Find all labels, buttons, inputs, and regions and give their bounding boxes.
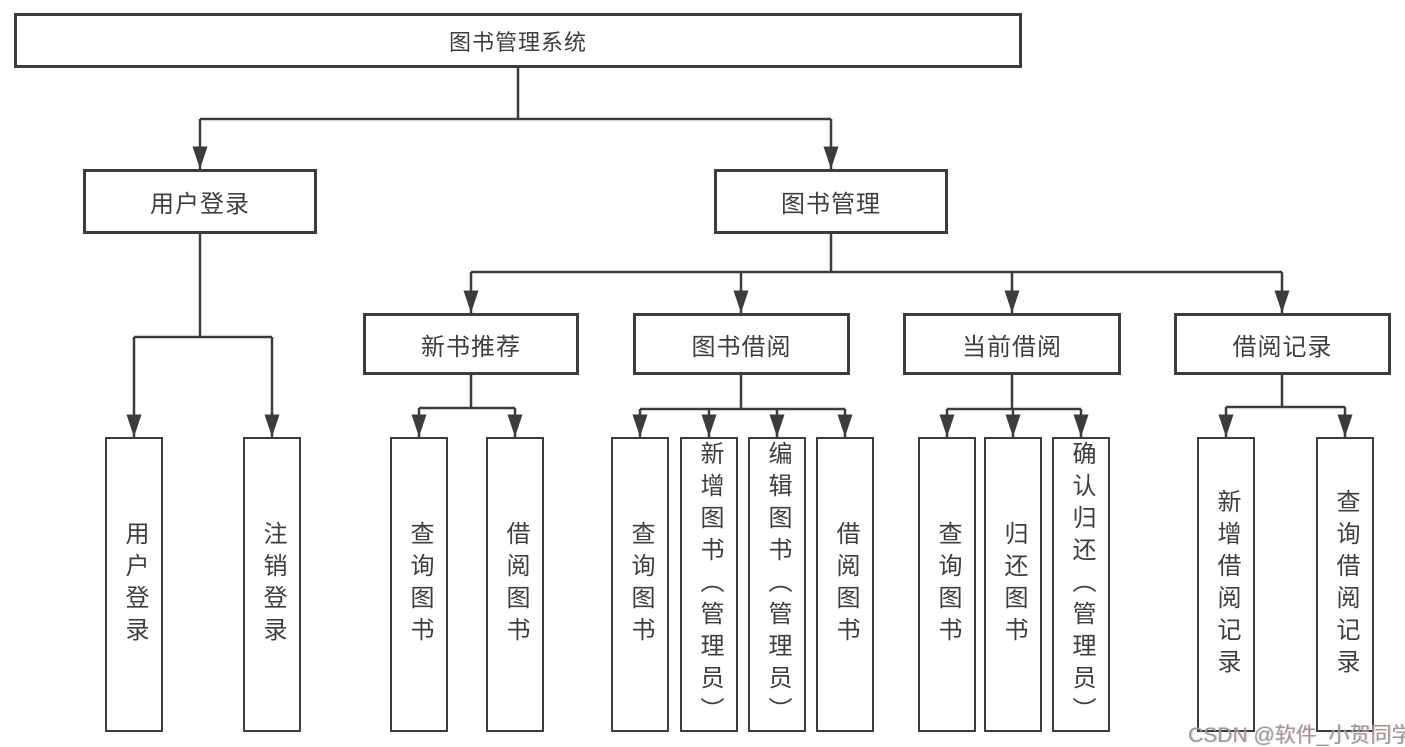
node-user-login: 用户登录: [83, 169, 317, 234]
leaf-query-book-borrow-label: 查询图书: [627, 520, 654, 649]
leaf-user-login-label: 用户登录: [121, 520, 148, 649]
connector-arrows: [126, 119, 1353, 437]
leaf-borrow-book: 借阅图书: [816, 437, 874, 732]
leaf-logout-login: 注销登录: [243, 437, 301, 732]
watermark: CSDN @软件_小贺同学: [1188, 724, 1405, 747]
leaf-add-book-admin-label: 新增图书（管理员）: [696, 440, 723, 729]
leaf-return-book-label: 归还图书: [1000, 520, 1027, 649]
leaf-edit-book-admin-label: 编辑图书（管理员）: [764, 440, 791, 729]
leaf-confirm-return-admin: 确认归还（管理员）: [1052, 437, 1110, 732]
leaf-borrow-book-label: 借阅图书: [832, 520, 859, 649]
leaf-confirm-return-admin-label: 确认归还（管理员）: [1068, 440, 1095, 729]
leaf-borrow-book-recommend: 借阅图书: [486, 437, 544, 732]
leaf-return-book: 归还图书: [984, 437, 1042, 732]
leaf-borrow-book-recommend-label: 借阅图书: [502, 520, 529, 649]
node-book-management: 图书管理: [714, 169, 948, 234]
node-user-login-label: 用户登录: [150, 191, 250, 218]
node-book-borrow: 图书借阅: [633, 313, 850, 375]
node-book-borrow-label: 图书借阅: [691, 333, 792, 361]
node-book-management-label: 图书管理: [781, 191, 881, 218]
leaf-add-book-admin: 新增图书（管理员）: [680, 437, 738, 732]
node-current-borrow: 当前借阅: [903, 313, 1121, 375]
leaf-logout-login-label: 注销登录: [259, 520, 286, 649]
leaf-query-book-borrow: 查询图书: [611, 437, 669, 732]
node-borrow-record: 借阅记录: [1174, 313, 1391, 375]
connector-skeleton: [134, 68, 1345, 411]
leaf-query-borrow-record-label: 查询借阅记录: [1332, 488, 1359, 681]
leaf-query-book-recommend-label: 查询图书: [406, 520, 433, 649]
node-current-borrow-label: 当前借阅: [962, 333, 1062, 361]
leaf-query-borrow-record: 查询借阅记录: [1316, 437, 1374, 732]
node-root: 图书管理系统: [14, 13, 1022, 68]
leaf-query-book-current: 查询图书: [918, 437, 976, 732]
leaf-add-borrow-record: 新增借阅记录: [1197, 437, 1255, 732]
leaf-add-borrow-record-label: 新增借阅记录: [1213, 488, 1240, 681]
node-borrow-record-label: 借阅记录: [1232, 333, 1333, 361]
node-new-book-recommend-label: 新书推荐: [421, 333, 521, 361]
leaf-user-login: 用户登录: [105, 437, 163, 732]
node-root-label: 图书管理系统: [448, 29, 587, 55]
leaf-query-book-current-label: 查询图书: [934, 520, 961, 649]
node-new-book-recommend: 新书推荐: [363, 313, 579, 375]
leaf-query-book-recommend: 查询图书: [390, 437, 448, 732]
leaf-edit-book-admin: 编辑图书（管理员）: [748, 437, 806, 732]
